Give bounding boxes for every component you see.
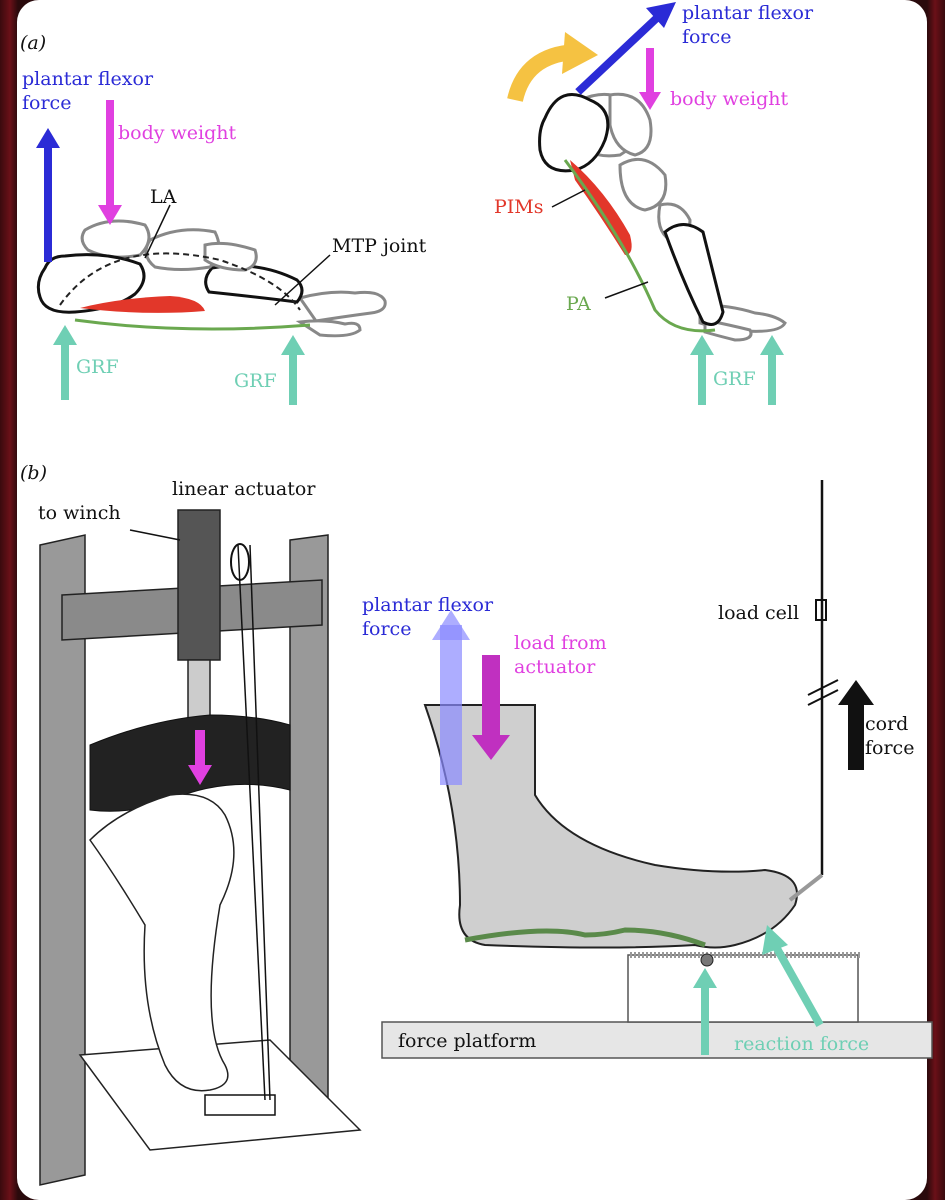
rotation-arrowhead (562, 32, 598, 74)
la-leader-line (144, 204, 171, 259)
foot-skeleton-flat (36, 219, 387, 338)
body-weight-label: body weight (118, 122, 237, 144)
to-winch-label: to winch (38, 502, 121, 524)
plantar-aponeurosis (74, 318, 311, 331)
plantar-flexor-label: plantar flexor force (22, 68, 154, 114)
grf-arrowhead-toe (281, 335, 305, 355)
body-weight-arrowhead (98, 205, 122, 225)
grf-label-heel: GRF (76, 356, 119, 378)
pims-muscle (80, 296, 205, 313)
body-weight-arrowhead-raised (639, 92, 661, 110)
plantar-aponeurosis-raised (563, 159, 716, 333)
load-cell-label: load cell (718, 602, 800, 624)
plantar-flexor-arrow-raised (575, 12, 663, 95)
plantar-flexor-arrowhead (36, 128, 60, 148)
grf-label-raised: GRF (713, 368, 756, 390)
mtp-joint-label: MTP joint (332, 235, 427, 257)
grf-arrowhead-raised-1 (690, 335, 714, 355)
cord-force-label: cord force (865, 713, 915, 759)
pa-label: PA (566, 293, 591, 315)
la-label: LA (150, 186, 177, 208)
plantar-flexor-arrowhead-raised (646, 2, 676, 28)
metatarsal-raised (663, 223, 725, 326)
plantar-flexor-label-b: plantar flexor force (362, 594, 494, 640)
grf-arrowhead-raised-2 (760, 335, 784, 355)
pa-leader-line (604, 281, 649, 299)
plantar-flexor-label-raised: plantar flexor force (682, 2, 814, 48)
panel-b-label: (b) (20, 462, 47, 484)
body-weight-label-raised: body weight (670, 88, 789, 110)
reaction-force-label: reaction force (734, 1033, 870, 1055)
pims-muscle-raised (570, 160, 632, 255)
calcaneus-raised (538, 92, 610, 173)
test-foot (381, 480, 933, 1059)
grf-arrowhead-heel (53, 325, 77, 345)
test-rig (39, 509, 362, 1186)
load-from-actuator-label: load from actuator (514, 632, 607, 678)
longitudinal-arch-line (59, 252, 301, 311)
panel-a-label: (a) (20, 32, 47, 54)
pims-label: PIMs (494, 196, 544, 218)
mtp-leader-line (274, 254, 331, 306)
pims-leader-line (551, 189, 586, 208)
force-platform-label: force platform (398, 1030, 537, 1052)
linear-actuator-label: linear actuator (172, 478, 316, 500)
grf-label-toe: GRF (234, 370, 277, 392)
